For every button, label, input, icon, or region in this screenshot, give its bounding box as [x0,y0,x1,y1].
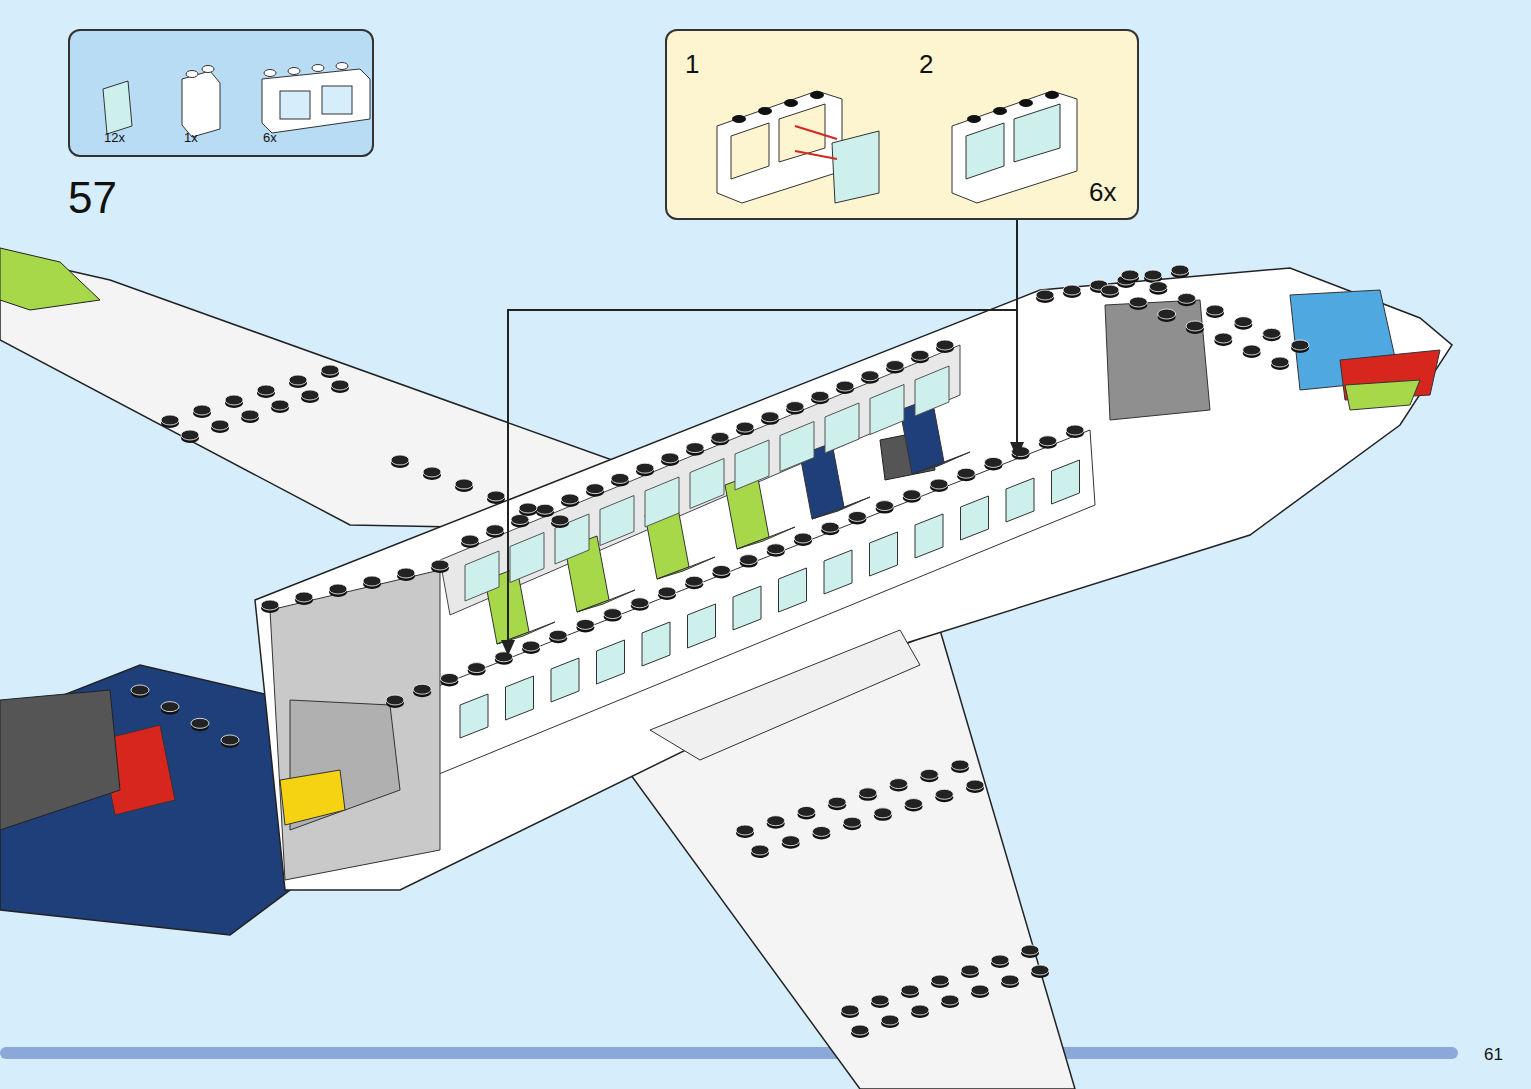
step-number: 57 [68,176,117,220]
substep-callout: 1 2 6x [665,29,1139,220]
part-count: 1x [184,131,198,144]
substep-number: 1 [685,51,699,77]
part-count: 12x [104,131,125,144]
part-count: 6x [263,131,277,144]
page-bar [0,1047,1458,1059]
page-number: 61 [1484,1046,1503,1063]
parts-list: 12x 1x 6x [68,29,374,157]
substep-number: 2 [919,51,933,77]
repeat-count: 6x [1089,179,1116,205]
part-picture [667,31,1141,222]
